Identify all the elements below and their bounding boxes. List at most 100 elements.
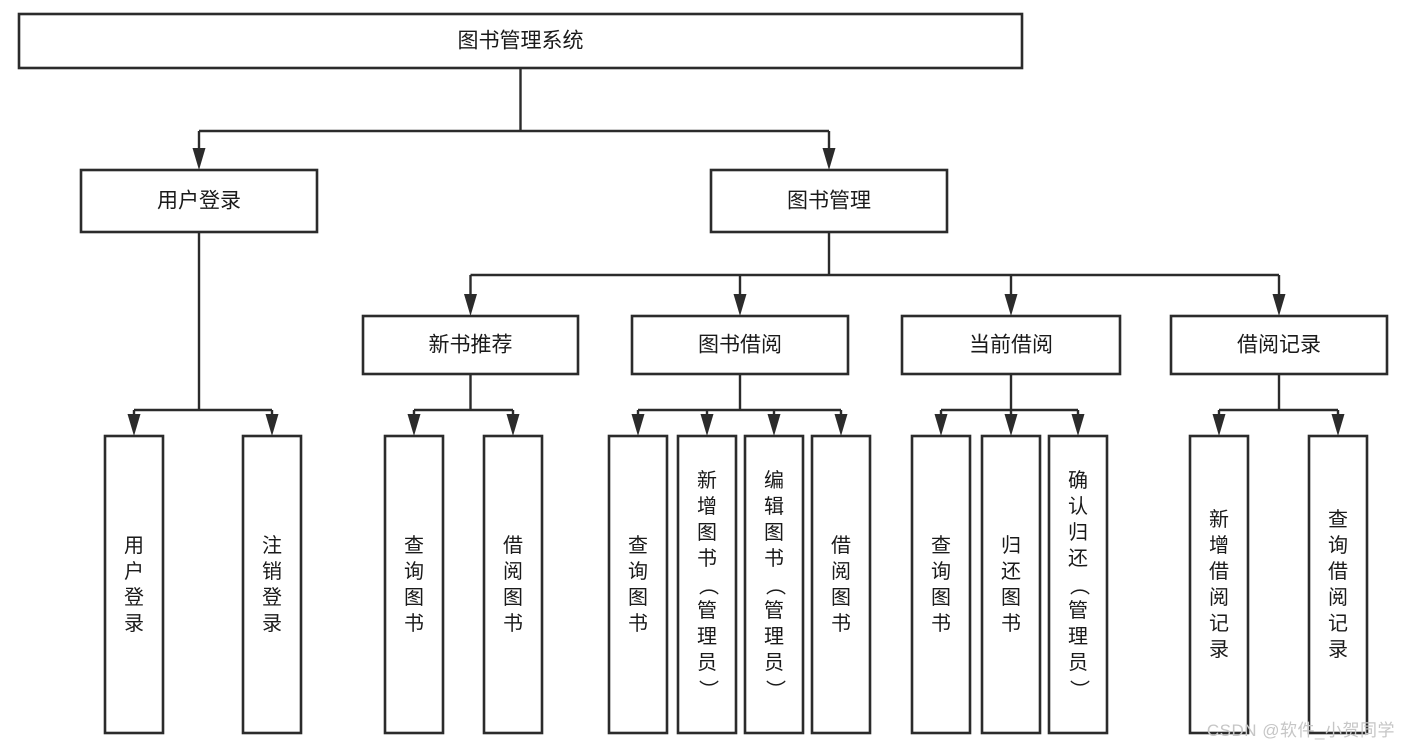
node-label-leaf7: 图 (764, 522, 784, 544)
node-label-leaf9: 图 (931, 587, 951, 609)
node-box-leaf6 (676, 434, 738, 735)
node-box-current (900, 314, 1122, 376)
node-label-login: 用户登录 (157, 190, 241, 213)
arrow-head-leaf11 (1071, 414, 1085, 436)
node-label-leaf6: 增 (697, 495, 717, 518)
node-label-leaf5: 图 (628, 587, 648, 609)
node-label-current: 当前借阅 (969, 334, 1053, 357)
node-label-bookmgmt: 图书管理 (787, 190, 871, 213)
arrow-head-record (1272, 294, 1286, 316)
node-label-leaf12: 记 (1209, 612, 1229, 635)
arrow-head-leaf7 (767, 414, 781, 436)
node-label-leaf11: 归 (1068, 521, 1088, 544)
node-newbook[interactable]: 新书推荐 (361, 314, 580, 376)
node-label-leaf1: 登 (124, 586, 144, 609)
node-label-leaf9: 书 (931, 612, 951, 635)
node-borrow[interactable]: 图书借阅 (630, 314, 850, 376)
node-record[interactable]: 借阅记录 (1169, 314, 1389, 376)
node-label-record: 借阅记录 (1237, 334, 1321, 357)
node-label-leaf4: 图 (503, 587, 523, 609)
node-label-leaf6: ） (697, 680, 720, 700)
node-label-leaf4: 书 (503, 612, 523, 635)
node-label-leaf10: 归 (1001, 534, 1021, 557)
node-box-leaf3 (383, 434, 445, 735)
node-label-leaf6: 新 (697, 469, 717, 492)
arrow-head-borrow (733, 294, 747, 316)
arrow-head-bookmgmt (822, 148, 836, 170)
node-label-leaf10: 还 (1001, 560, 1021, 583)
arrow-head-leaf3 (407, 414, 421, 436)
node-leaf1[interactable]: 用户登录 (103, 434, 165, 735)
node-label-leaf9: 查 (931, 534, 951, 557)
node-label-leaf3: 查 (404, 534, 424, 557)
node-label-leaf13: 记 (1328, 612, 1348, 635)
node-box-borrow (630, 314, 850, 376)
node-bookmgmt[interactable]: 图书管理 (709, 168, 949, 234)
node-box-newbook (361, 314, 580, 376)
node-box-leaf12 (1188, 434, 1250, 735)
node-label-leaf8: 书 (831, 612, 851, 635)
node-label-leaf4: 借 (503, 534, 523, 557)
connector-layer (127, 68, 1345, 436)
node-label-leaf8: 阅 (831, 560, 851, 583)
node-label-leaf1: 用 (124, 535, 144, 557)
node-label-root: 图书管理系统 (458, 30, 584, 53)
node-box-leaf4 (482, 434, 544, 735)
node-label-leaf7: ） (764, 680, 787, 700)
node-label-leaf12: 增 (1209, 534, 1229, 557)
node-label-leaf10: 书 (1001, 612, 1021, 635)
node-label-leaf13: 查 (1328, 508, 1348, 531)
node-box-leaf5 (607, 434, 669, 735)
node-label-leaf10: 图 (1001, 587, 1021, 609)
node-label-leaf5: 询 (628, 560, 648, 583)
node-label-leaf3: 图 (404, 587, 424, 609)
arrow-head-leaf5 (631, 414, 645, 436)
node-label-leaf4: 阅 (503, 560, 523, 583)
node-label-leaf2: 录 (262, 613, 282, 635)
node-label-leaf6: 理 (697, 626, 717, 648)
node-label-borrow: 图书借阅 (698, 334, 782, 357)
node-label-leaf5: 查 (628, 534, 648, 557)
arrow-head-login (192, 148, 206, 170)
node-label-leaf12: 新 (1209, 508, 1229, 531)
node-label-leaf11: 理 (1068, 626, 1088, 648)
node-label-leaf6: 员 (697, 652, 717, 674)
node-label-leaf3: 书 (404, 612, 424, 635)
node-label-leaf11: 认 (1068, 495, 1088, 518)
node-label-leaf7: 辑 (764, 495, 784, 518)
arrow-head-leaf2 (265, 414, 279, 436)
node-box-root (17, 12, 1024, 70)
node-label-leaf7: （ (764, 576, 787, 596)
node-label-leaf2: 注 (262, 534, 282, 557)
node-box-leaf2 (241, 434, 303, 735)
node-box-leaf13 (1307, 434, 1369, 735)
arrow-head-leaf10 (1004, 414, 1018, 436)
node-label-leaf7: 员 (764, 652, 784, 674)
node-box-leaf11 (1047, 434, 1109, 735)
arrow-head-leaf1 (127, 414, 141, 436)
node-label-leaf6: 管 (697, 599, 717, 622)
node-root[interactable]: 图书管理系统 (17, 12, 1024, 70)
node-box-leaf10 (980, 434, 1042, 735)
node-label-leaf12: 借 (1209, 560, 1229, 583)
node-label-leaf11: ） (1068, 680, 1091, 700)
node-current[interactable]: 当前借阅 (900, 314, 1122, 376)
node-label-leaf12: 录 (1209, 639, 1229, 661)
node-label-leaf3: 询 (404, 560, 424, 583)
arrow-head-current (1004, 294, 1018, 316)
node-box-record (1169, 314, 1389, 376)
node-login[interactable]: 用户登录 (79, 168, 319, 234)
